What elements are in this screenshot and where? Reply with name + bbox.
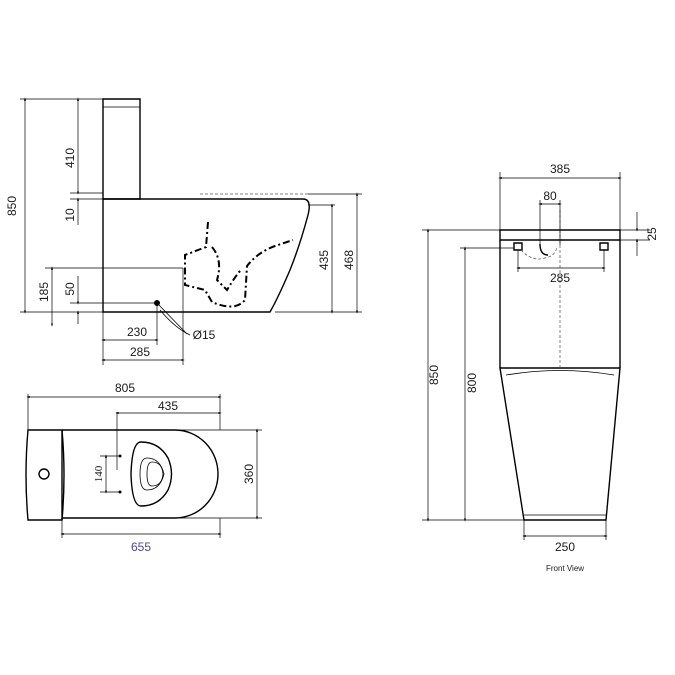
dim-outlet-setout: 230 [127, 325, 147, 339]
pan-outline [102, 198, 310, 313]
dim-inlet-height: 50 [63, 282, 77, 296]
dim-inlet-diameter: Ø15 [193, 328, 216, 342]
dim-pan-height: 800 [465, 373, 479, 393]
dim-overall-length: 805 [115, 381, 135, 395]
fixing-hole-left [513, 242, 523, 251]
fixing-hole-right [599, 242, 609, 251]
dim-total-height: 850 [5, 196, 19, 216]
pan-front [499, 367, 621, 521]
side-view: 850 410 10 185 50 435 468 230 2 [5, 97, 362, 365]
cistern-plan [25, 429, 63, 521]
bowl-rim [130, 441, 173, 507]
dim-bowl-length: 435 [158, 399, 178, 413]
dim-lid-thickness: 25 [645, 227, 659, 241]
dim-cistern-width: 385 [550, 162, 570, 176]
dim-pan-top-height: 468 [342, 250, 356, 270]
cistern-outline [102, 98, 141, 200]
dim-fixing-spacing: 140 [93, 465, 105, 482]
dim-pan-length: 655 [131, 540, 151, 554]
top-view: 805 435 140 360 655 [25, 381, 262, 554]
dim-hole-spacing: 80 [543, 189, 557, 203]
dim-fixing-hole-spacing: 285 [550, 271, 570, 285]
dim-front-total-height: 850 [427, 365, 441, 385]
dim-rear-setout: 285 [130, 345, 150, 359]
front-view-caption: Front View [546, 564, 584, 573]
front-view: 385 80 25 285 850 800 250 Front View [422, 162, 659, 573]
dim-overall-width: 360 [242, 464, 256, 484]
flush-button [38, 468, 50, 480]
dim-outlet-height: 185 [37, 282, 51, 302]
dim-base-width: 250 [555, 540, 575, 554]
trap-path [184, 221, 294, 308]
dim-seat-height: 435 [317, 250, 331, 270]
pan-plan [62, 429, 219, 519]
dim-cistern-height: 410 [63, 148, 77, 168]
dim-lid-gap: 10 [63, 208, 77, 222]
